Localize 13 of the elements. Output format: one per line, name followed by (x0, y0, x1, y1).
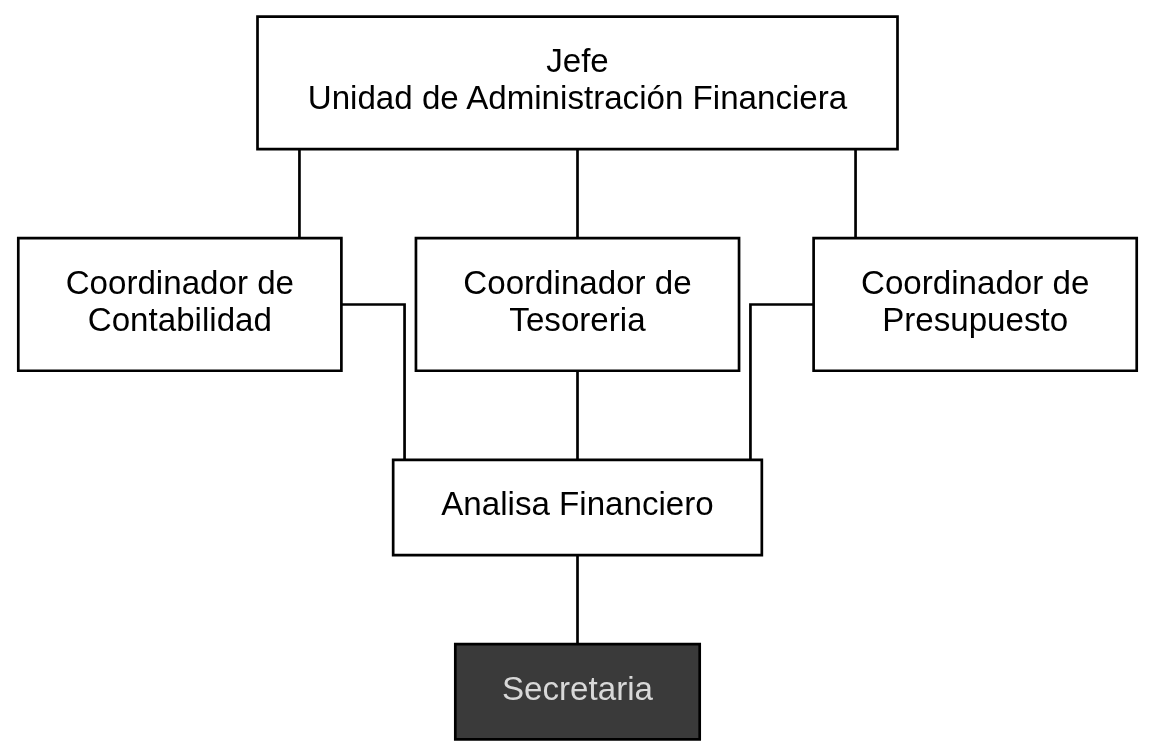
connector (749, 303, 814, 460)
connector (576, 370, 579, 460)
node-box: Coordinador de Tesoreria (414, 236, 741, 373)
connector (854, 149, 857, 239)
node-box: Jefe Unidad de Administración Financiera (256, 15, 899, 151)
node-box: Analisa Financiero (391, 458, 764, 557)
node-box: Coordinador de Presupuesto (812, 236, 1139, 373)
connector (576, 555, 579, 644)
connector (341, 303, 406, 460)
connector (298, 149, 301, 239)
node-box: Coordinador de Contabilidad (16, 236, 343, 373)
connector (576, 149, 579, 239)
node-box: Secretaria (453, 642, 702, 741)
